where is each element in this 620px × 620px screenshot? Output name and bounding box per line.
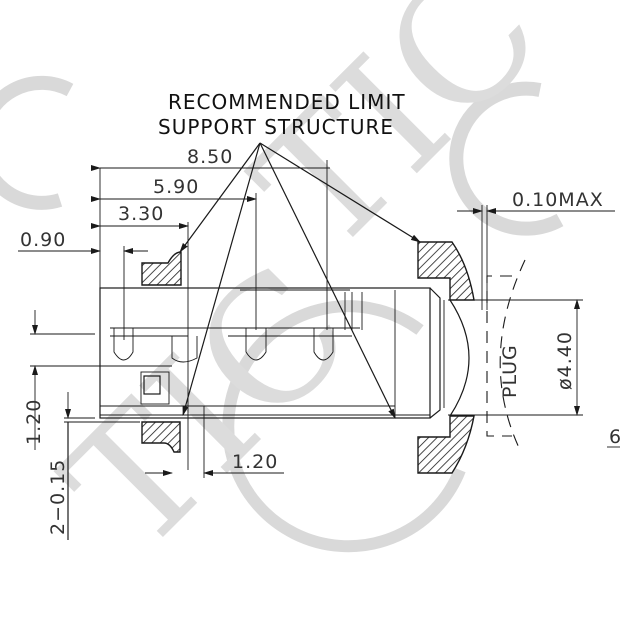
- dim-3-30-label: 3.30: [118, 203, 164, 225]
- dim-0-10-max-label: 0.10MAX: [512, 189, 604, 211]
- lens-face: [449, 299, 470, 417]
- dim-1-20-horizontal-label: 1.20: [232, 451, 278, 473]
- dim-1-20-horizontal: 1.20: [145, 406, 284, 478]
- support-block-upper-left: [141, 251, 182, 286]
- dim-0-90-label: 0.90: [20, 229, 66, 251]
- dim-1-20-vertical-label: 1.20: [23, 399, 45, 445]
- dim-1-20-vertical: 1.20: [23, 310, 100, 450]
- plug-outline: PLUG: [486, 259, 526, 451]
- dim-0-10-max: 0.10MAX: [457, 189, 615, 310]
- dim-5-90: 5.90: [91, 176, 257, 330]
- dim-dia-4-40-label: ø4.40: [554, 331, 576, 390]
- title-line-2: SUPPORT STRUCTURE: [158, 115, 394, 139]
- dim-dia-4-40: ø4.40: [448, 299, 583, 416]
- dim-8-50-label: 8.50: [187, 146, 233, 168]
- dim-5-90-label: 5.90: [153, 176, 199, 198]
- connector-body: [99, 287, 445, 419]
- dim-3-30: 3.30: [91, 203, 189, 470]
- dim-2-0-15-label: 2−0.15: [47, 459, 69, 535]
- dim-0-90: 0.90: [18, 229, 148, 340]
- watermark-text-upper: TIC: [219, 0, 579, 289]
- plug-label: PLUG: [499, 344, 521, 398]
- title-line-1: RECOMMENDED LIMIT: [168, 90, 406, 114]
- support-block-lower-right: [417, 415, 475, 474]
- dim-2-0-15: 2−0.15: [47, 392, 140, 540]
- dim-partial-right-label: 6: [609, 426, 620, 448]
- support-block-upper-right: [417, 241, 475, 301]
- watermark-text: TIC: [29, 229, 389, 589]
- support-block-lower-left: [141, 421, 181, 453]
- watermark: TIC TIC: [0, 0, 579, 589]
